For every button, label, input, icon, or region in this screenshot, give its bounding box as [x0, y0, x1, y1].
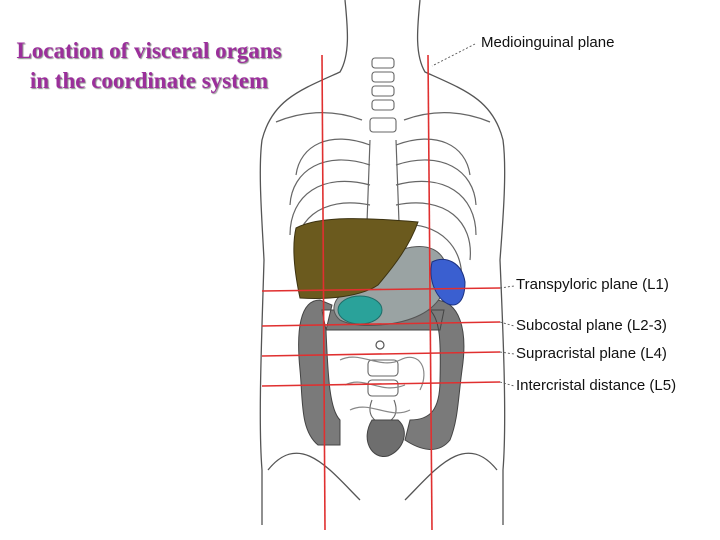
subcostal-plane-label: Subcostal plane (L2-3) — [516, 317, 667, 334]
supracristal-plane-label: Supracristal plane (L4) — [516, 345, 667, 362]
medioinguinal-line-right — [321, 54, 326, 531]
navel — [375, 340, 385, 350]
small-intestine — [339, 356, 425, 414]
medioinguinal-plane-label: Medioinguinal plane — [481, 34, 615, 51]
horizontal-planes — [261, 287, 501, 387]
intercristal-line — [261, 381, 501, 387]
intercristal-distance-label: Intercristal distance (L5) — [516, 377, 677, 394]
spine — [367, 57, 399, 423]
liver — [293, 218, 419, 299]
spleen — [430, 258, 466, 306]
medioinguinal-line-left — [427, 54, 433, 531]
supracristal-line — [261, 351, 501, 357]
page-title: Location of visceral organs in the coord… — [16, 38, 282, 93]
pancreas — [337, 295, 383, 325]
sigmoid-colon — [366, 419, 405, 457]
subcostal-line — [261, 321, 501, 327]
medioinguinal-planes — [321, 54, 433, 531]
clavicles — [275, 111, 491, 123]
transpyloric-line — [261, 287, 501, 292]
transpyloric-plane-label: Transpyloric plane (L1) — [516, 276, 669, 293]
body-outline — [259, 0, 506, 525]
leader-lines — [431, 43, 515, 387]
